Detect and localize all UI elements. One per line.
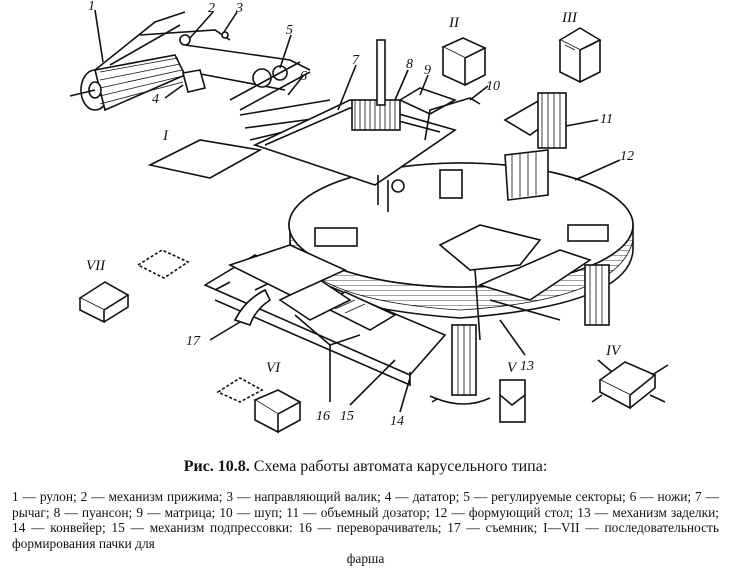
legend-line-4: 16 — переворачиватель; 17 — съемник; I—V… [12,520,719,551]
label-13: 13 [520,359,534,374]
stage-2-pack [441,37,487,87]
stage-label-V: V [507,360,518,376]
label-16: 16 [316,409,330,424]
sealing-mechanism [438,224,610,341]
stage-label-II: II [448,15,460,31]
label-2: 2 [208,1,215,16]
legend-line-2: секторы; 6 — ножи; 7 — рычаг; 8 — пуансо… [12,489,719,520]
stage-label-VII: VII [86,258,106,274]
label-9: 9 [424,63,431,78]
stage-label-I: I [162,128,169,144]
shaft [429,324,491,405]
label-15: 15 [340,409,354,424]
figure-number: Рис. 10.8. [183,458,250,475]
label-6: 6 [300,69,307,84]
stage-7-pack [78,249,190,324]
label-11: 11 [600,112,613,127]
label-5: 5 [286,23,293,38]
label-8: 8 [406,57,413,72]
tray-left [314,227,358,247]
stage-label-VI: VI [266,360,281,376]
label-4: 4 [152,92,159,107]
label-14: 14 [390,414,404,429]
part-labels: 1 2 3 4 5 6 7 8 9 10 11 12 13 14 15 16 1… [88,0,634,429]
volumetric-dozer [503,92,567,201]
stage-labels: I II III IV V VI VII [86,10,622,376]
legend-line-5: фарша [346,551,385,566]
press-station [252,39,457,212]
stage-label-IV: IV [605,343,622,359]
leader-lines [94,9,621,413]
label-7: 7 [352,53,360,68]
stage-4-pack [591,359,669,410]
legend-line-1: 1 — рулон; 2 — механизм прижима; 3 — нап… [12,489,572,504]
stage-1-sheet [147,139,263,179]
probe [424,97,481,141]
label-1: 1 [88,0,95,14]
stage-label-III: III [561,10,578,26]
stage-6-pack [216,377,302,434]
adjustable-sectors [229,61,311,111]
legend-line-3: 12 — формующий стол; 13 — механизм задел… [12,504,720,536]
label-3: 3 [235,1,243,16]
roll [69,54,187,112]
slide-plate [227,244,347,296]
label-17: 17 [186,334,201,349]
stage-5-pack [499,379,526,423]
figure-caption: Рис. 10.8. Схема работы автомата карусел… [0,458,731,476]
stage-3-pack [558,27,602,84]
label-10: 10 [486,79,500,94]
tray-right [567,224,609,242]
film-web [184,44,311,91]
label-12: 12 [620,149,634,164]
dater [182,69,206,93]
pack-on-table [439,169,463,199]
figure-title: Схема работы автомата карусельного типа: [253,458,548,475]
carousel-machine-diagram: 1 2 3 4 5 6 7 8 9 10 11 12 13 14 15 16 1… [69,0,669,434]
figure-legend: 1 — рулон; 2 — механизм прижима; 3 — нап… [12,489,719,567]
